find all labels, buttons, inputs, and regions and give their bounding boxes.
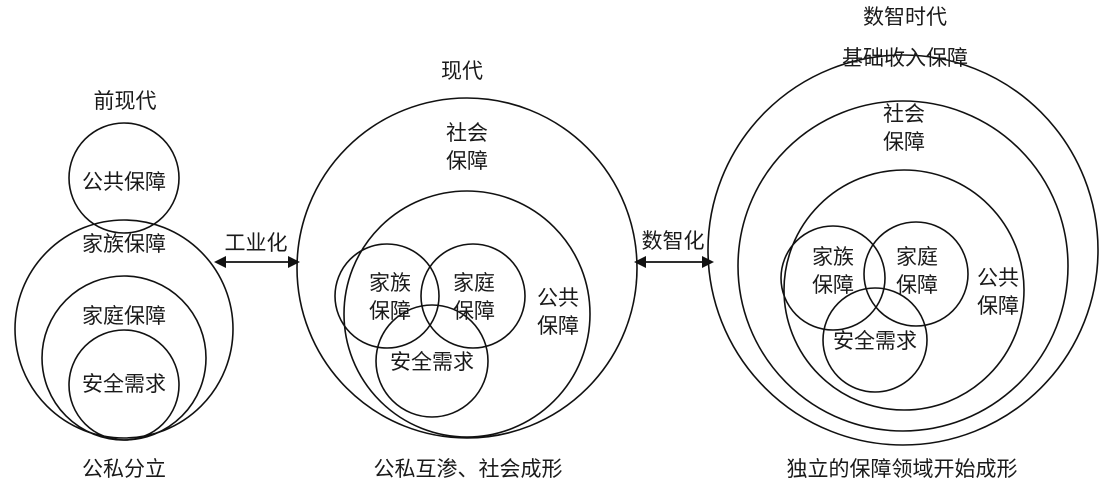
clan-security-circle: [780, 225, 886, 331]
security-needs-circle: [68, 329, 180, 441]
transition-industrialization: 工业化: [214, 231, 300, 268]
social-security-label-line2: 保障: [446, 149, 488, 173]
family-security-label: 家庭保障: [82, 304, 166, 328]
public-security-label: 公共保障: [82, 170, 166, 194]
public-security-label-line2: 保障: [537, 314, 579, 338]
basic-income-security-circle: [707, 54, 1099, 446]
transition-digitalization-label: 数智化: [642, 229, 705, 253]
social-security-circle: [296, 97, 638, 439]
stage-modern-caption: 公私互渗、社会成形: [374, 457, 563, 481]
public-security-circle: [343, 190, 591, 438]
social-security-circle: [737, 100, 1069, 432]
stage-digital-era-title: 数智时代: [863, 5, 947, 29]
clan-security-label-line1: 家族: [369, 271, 411, 295]
family-security-label-line2: 保障: [896, 273, 938, 297]
public-security-circle: [68, 122, 180, 234]
security-needs-circle: [375, 304, 489, 418]
social-security-label-line2: 保障: [883, 130, 925, 154]
public-security-label-line2: 保障: [977, 294, 1019, 318]
stage-modern: 现代 社会 保障 家族 保障 家庭 保障 公共 保障 安全需求 公私互渗、社会成…: [296, 59, 638, 481]
security-needs-circle: [822, 287, 928, 393]
stage-modern-title: 现代: [441, 59, 483, 83]
stage-premodern: 前现代 公共保障 家族保障 家庭保障 安全需求 公私分立: [14, 89, 234, 481]
public-security-circle: [783, 169, 1025, 411]
stage-premodern-caption: 公私分立: [82, 457, 166, 481]
family-security-label-line1: 家庭: [896, 245, 938, 269]
social-security-label-line1: 社会: [883, 102, 925, 126]
family-security-label-line2: 保障: [453, 299, 495, 323]
clan-security-label-line2: 保障: [812, 273, 854, 297]
transition-digitalization: 数智化: [634, 229, 714, 268]
public-security-label-line1: 公共: [537, 286, 579, 310]
family-security-circle: [41, 275, 207, 441]
family-security-circle: [420, 243, 526, 349]
arrow-head-left-icon: [214, 256, 226, 268]
stage-premodern-title: 前现代: [94, 89, 157, 113]
transition-industrialization-label: 工业化: [225, 231, 288, 255]
family-security-circle: [863, 221, 969, 327]
arrow-head-left-icon: [634, 256, 646, 268]
basic-income-security-label: 基础收入保障: [842, 46, 968, 70]
clan-security-circle: [14, 219, 234, 439]
arrow-head-right-icon: [288, 256, 300, 268]
stage-digital-era-caption: 独立的保障领域开始成形: [787, 457, 1018, 481]
clan-security-label: 家族保障: [82, 232, 166, 256]
security-needs-label: 安全需求: [82, 372, 166, 396]
security-needs-label: 安全需求: [390, 350, 474, 374]
clan-security-label-line1: 家族: [812, 245, 854, 269]
clan-security-label-line2: 保障: [369, 299, 411, 323]
stage-digital-era: 数智时代 基础收入保障 社会 保障 家族 保障 家庭 保障 公共 保障 安全需求…: [707, 5, 1099, 481]
public-security-label-line1: 公共: [977, 266, 1019, 290]
clan-security-circle: [334, 243, 440, 349]
family-security-label-line1: 家庭: [453, 271, 495, 295]
social-security-label-line1: 社会: [446, 121, 488, 145]
security-needs-label: 安全需求: [833, 329, 917, 353]
